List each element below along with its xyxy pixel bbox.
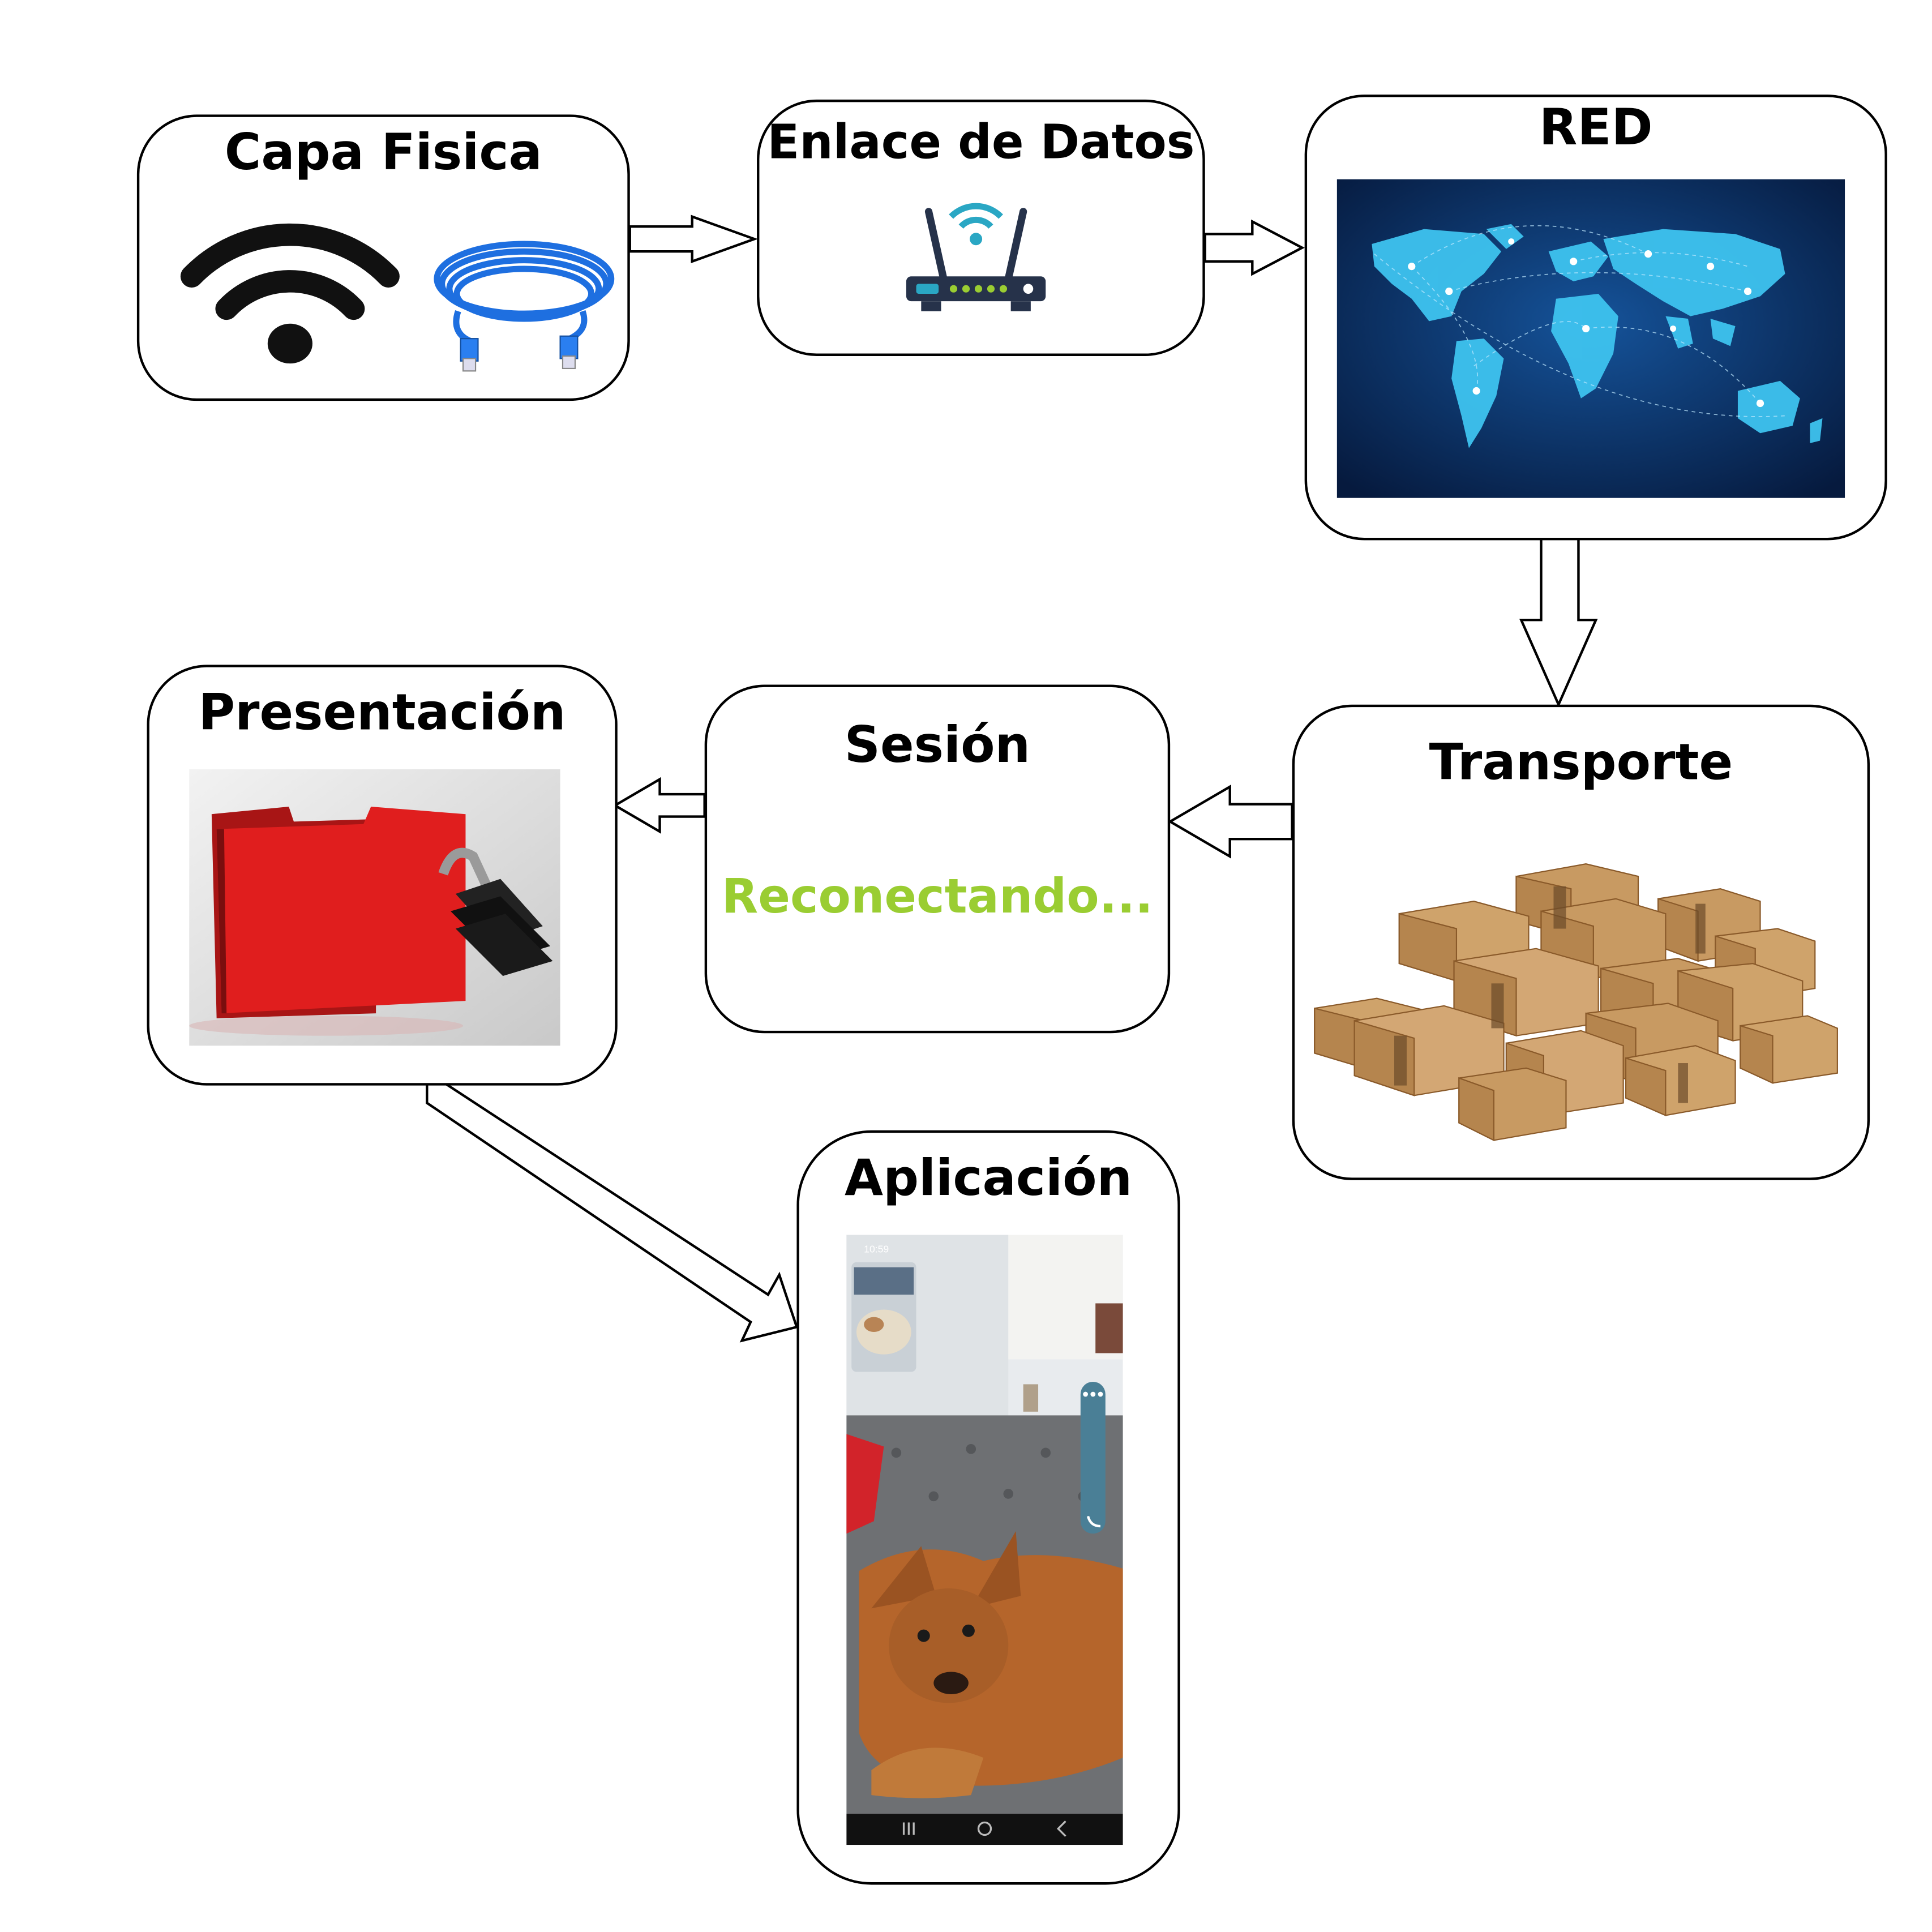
cardboard-boxes-icon	[1314, 863, 1838, 1142]
session-status: Reconectando...	[721, 868, 1153, 924]
phone-status-time: 10:59	[864, 1243, 889, 1254]
arrow-fisica-enlace	[628, 215, 759, 263]
layer-red: RED	[1304, 95, 1887, 541]
layer-aplicacion: Aplicación	[796, 1130, 1180, 1885]
router-icon	[906, 203, 1046, 311]
layer-title: Sesión	[844, 717, 1031, 774]
layer-title: Capa Fisica	[224, 124, 542, 182]
layer-transporte: Transporte	[1292, 704, 1870, 1180]
layer-presentacion: Presentación	[147, 665, 618, 1086]
arrow-presentacion-aplicacion	[426, 1082, 799, 1343]
wifi-icon	[180, 223, 400, 364]
layer-title: Transporte	[1429, 734, 1733, 792]
arrow-enlace-red	[1203, 219, 1305, 276]
locked-folder-icon	[189, 769, 560, 1046]
arrow-transporte-sesion	[1167, 785, 1293, 859]
layer-enlace: Enlace de Datos	[757, 99, 1205, 356]
arrow-red-transporte	[1519, 536, 1598, 708]
world-network-map-icon	[1336, 179, 1845, 498]
layer-title: Aplicación	[844, 1150, 1133, 1208]
layer-title: Enlace de Datos	[767, 114, 1195, 170]
layer-title: RED	[1539, 99, 1653, 157]
layer-sesion: Sesión Reconectando...	[704, 684, 1171, 1034]
layer-fisica: Capa Fisica	[136, 114, 630, 401]
layer-title: Presentación	[198, 684, 566, 742]
arrow-sesion-presentacion	[612, 777, 706, 834]
phone-video-call-screen: 10:59	[846, 1235, 1123, 1845]
ethernet-cable-icon	[434, 241, 615, 372]
